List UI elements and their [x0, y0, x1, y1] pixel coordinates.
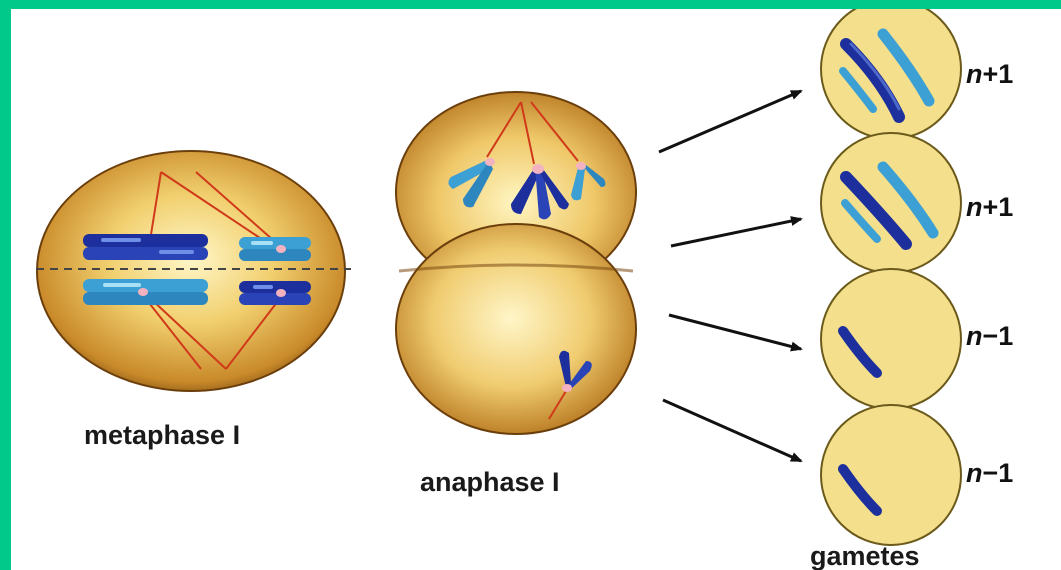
arrow-gamete-3 — [669, 315, 801, 349]
chromosome-large-bottom — [83, 279, 208, 305]
arrow-gamete-2 — [671, 219, 801, 246]
gamete-3 — [821, 269, 961, 409]
gamete-1 — [821, 9, 961, 139]
ploidy-label-1: n+1 — [966, 59, 1013, 90]
chromosome-small-bottom — [239, 281, 311, 305]
gamete-4 — [821, 405, 961, 545]
gametes-label: gametes — [810, 541, 920, 570]
gamete-2 — [821, 133, 961, 273]
arrow-gamete-1 — [659, 91, 801, 152]
anaphase-cell — [396, 92, 636, 434]
arrow-gamete-4 — [663, 400, 801, 461]
arrows — [659, 91, 801, 461]
ploidy-label-3: n−1 — [966, 321, 1013, 352]
metaphase-label: metaphase I — [84, 420, 240, 451]
chromosome-small-top — [239, 237, 311, 261]
metaphase-cell — [36, 151, 351, 391]
ploidy-label-4: n−1 — [966, 458, 1013, 489]
anaphase-label: anaphase I — [420, 467, 560, 498]
diagram-canvas: metaphase I anaphase I gametes n+1 n+1 n… — [11, 9, 1061, 570]
ploidy-label-2: n+1 — [966, 192, 1013, 223]
chromosome-large-top — [83, 234, 208, 260]
anaphase-bottom-lobe — [396, 224, 636, 434]
